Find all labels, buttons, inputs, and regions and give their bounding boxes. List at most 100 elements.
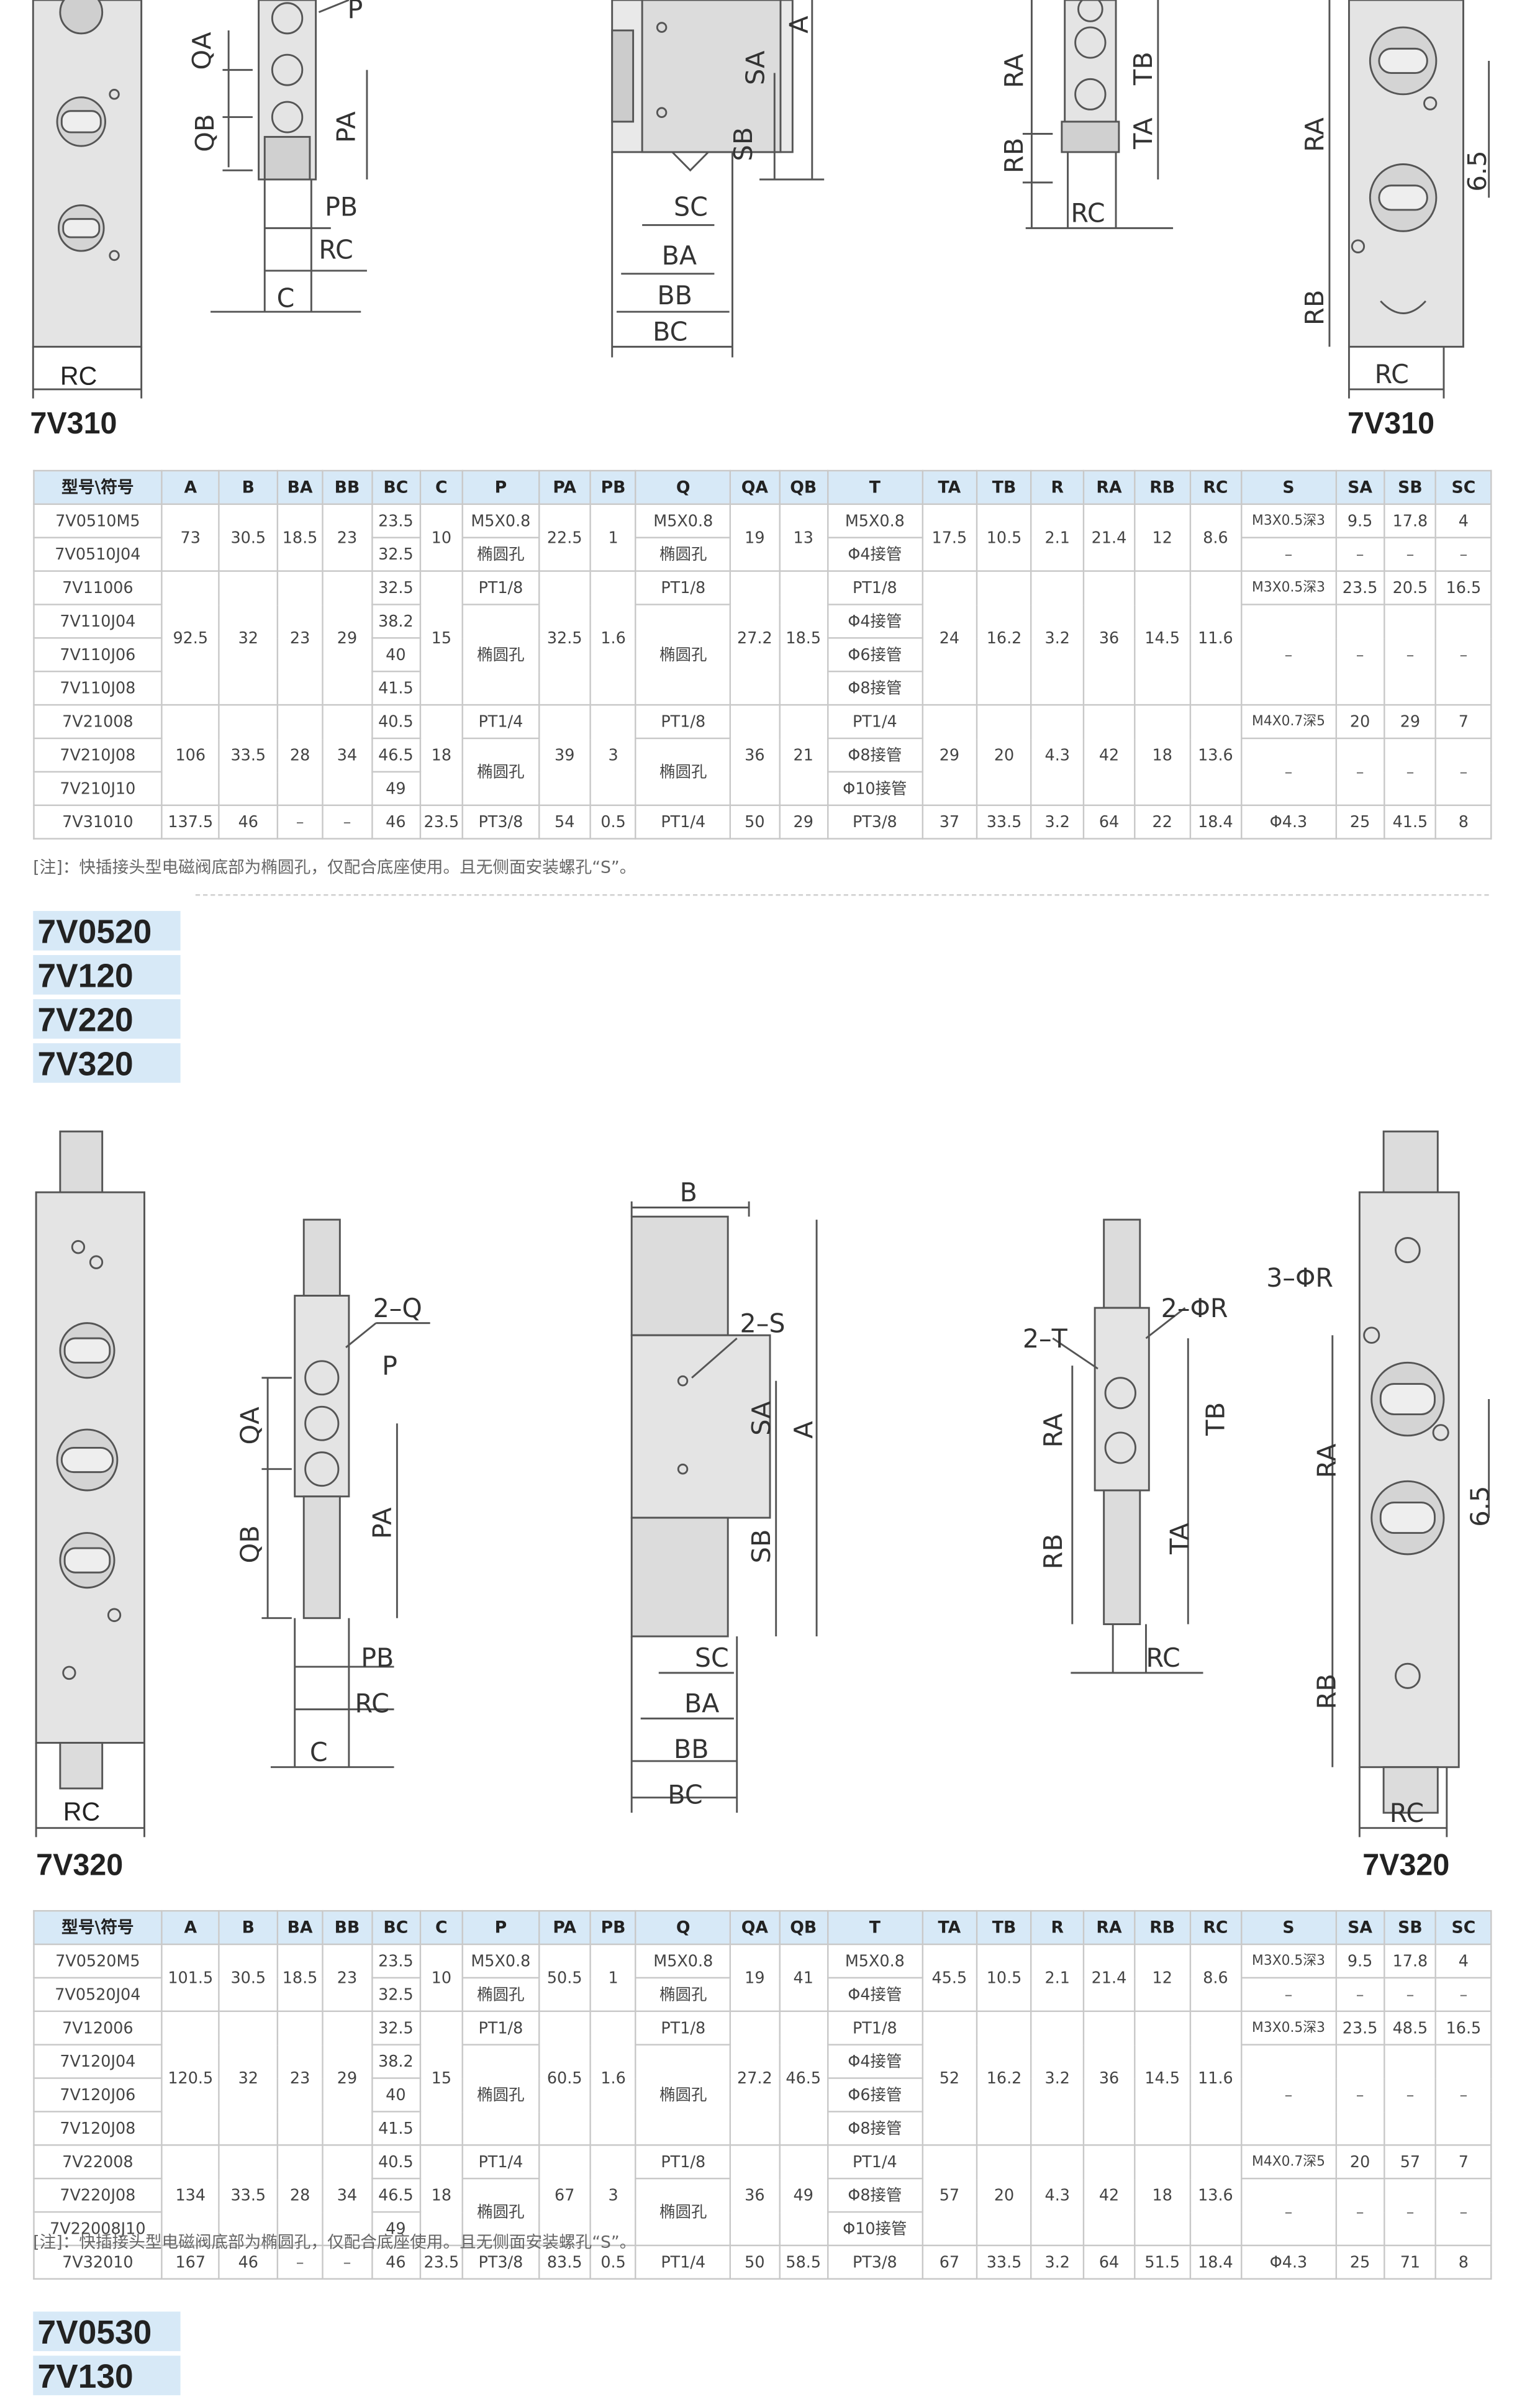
table-cell: Φ6接管 <box>827 637 923 673</box>
header-cell: RC <box>1189 1910 1243 1946</box>
table-cell: 16.2 <box>976 2010 1033 2146</box>
table-cell: PT1/4 <box>635 2244 732 2280</box>
table-note: [注]：快插接头型电磁阀底部为椭圆孔，仅配合底座使用。且无侧面安装螺孔“S”。 <box>33 2232 636 2252</box>
table-cell: 64 <box>1082 2244 1136 2280</box>
dim-label-3-phi-r: 3–ΦR <box>1266 1263 1333 1293</box>
dim-label-ta: TA <box>1164 1523 1194 1555</box>
table-cell: M4X0.7深5 <box>1240 2144 1337 2180</box>
table-cell: 34 <box>322 2144 373 2247</box>
table-cell: 4.3 <box>1030 704 1084 806</box>
header-cell: R <box>1030 1910 1084 1946</box>
table-cell: 7V22008 <box>33 2144 163 2180</box>
table-cell: 134 <box>161 2144 220 2247</box>
header-cell: SB <box>1384 469 1437 505</box>
header-cell: S <box>1240 1910 1337 1946</box>
table-cell: 32 <box>219 570 278 706</box>
dim-label-rc: RC <box>319 235 353 265</box>
table-cell: 11.6 <box>1189 2010 1243 2146</box>
table-cell: Φ4接管 <box>827 1977 923 2013</box>
header-cell: T <box>827 1910 923 1946</box>
header-cell: TA <box>921 469 978 505</box>
dim-label-ta: TA <box>1128 117 1158 150</box>
dim-label-sc: SC <box>695 1643 729 1673</box>
header-cell: B <box>219 469 278 505</box>
valve-drawing-7v310: P QA QB PA PB RC C A SA SB SC BA BB BC R… <box>32 0 1492 399</box>
table-cell: 19 <box>729 503 780 572</box>
table-cell: PT1/4 <box>461 704 540 740</box>
table-cell: 106 <box>161 704 220 806</box>
table-cell: – <box>1435 2177 1492 2247</box>
table-cell: 15 <box>419 2010 464 2146</box>
table-cell: 18.5 <box>276 503 324 572</box>
table-cell: 16.5 <box>1435 2010 1492 2046</box>
table-cell: 17.8 <box>1384 503 1437 538</box>
table-cell: 29 <box>1384 704 1437 740</box>
table-cell: 49 <box>778 2144 829 2247</box>
dim-label-c: C <box>310 1738 328 1767</box>
table-note: [注]：快插接头型电磁阀底部为椭圆孔，仅配合底座使用。且无侧面安装螺孔“S”。 <box>33 858 636 878</box>
dim-label-2-t: 2–T <box>1023 1324 1068 1354</box>
dim-label-pa: PA <box>368 1507 397 1539</box>
table-cell: 8.6 <box>1189 503 1243 572</box>
table-cell: 50 <box>729 804 780 840</box>
table-cell: 4 <box>1435 1943 1492 1979</box>
table-cell: 7V210J10 <box>33 771 163 806</box>
table-cell: – <box>1240 2044 1337 2146</box>
table-cell: 10.5 <box>976 1943 1033 2013</box>
header-cell: C <box>419 1910 464 1946</box>
table-cell: – <box>1435 2044 1492 2146</box>
header-cell: A <box>161 469 220 505</box>
dim-label-qa: QA <box>235 1407 265 1444</box>
dim-label-pa: PA <box>332 111 361 143</box>
table-cell: 1 <box>589 503 637 572</box>
table-cell: 92.5 <box>161 570 220 706</box>
dim-label-sb: SB <box>746 1529 776 1564</box>
header-cell: QB <box>778 469 829 505</box>
table-cell: 32.5 <box>370 570 421 605</box>
table-cell: 29 <box>322 2010 373 2146</box>
series-heading: 7V120 <box>33 954 181 995</box>
table-cell: 60.5 <box>538 2010 592 2146</box>
header-cell: 型号\符号 <box>33 469 163 505</box>
table-cell: Φ10接管 <box>827 771 923 806</box>
dim-label-6-5: 6.5 <box>1465 1486 1495 1527</box>
table-cell: – <box>322 2244 373 2280</box>
table-cell: 46.5 <box>370 737 421 773</box>
table-cell: 39 <box>538 704 592 806</box>
table-cell: – <box>1240 537 1337 572</box>
table-cell: 24 <box>921 570 978 706</box>
table-cell: M5X0.8 <box>635 1943 732 1979</box>
dim-label-ra: RA <box>999 53 1029 88</box>
table-cell: PT3/8 <box>461 804 540 840</box>
table-cell: 21.4 <box>1082 503 1136 572</box>
dim-label-a: A <box>789 1421 818 1438</box>
table-cell: 23.5 <box>419 2244 464 2280</box>
table-cell: 7V210J08 <box>33 737 163 773</box>
table-cell: – <box>276 804 324 840</box>
dim-label-sa: SA <box>741 50 771 85</box>
table-cell: 13.6 <box>1189 2144 1243 2247</box>
table-cell: 25 <box>1334 2244 1385 2280</box>
table-cell: M5X0.8 <box>461 1943 540 1979</box>
table-cell: 46 <box>370 804 421 840</box>
table-cell: M4X0.7深5 <box>1240 704 1337 740</box>
header-cell: T <box>827 469 923 505</box>
table-cell: 1 <box>589 1943 637 2013</box>
table-cell: 1.6 <box>589 570 637 706</box>
header-cell: PA <box>538 469 592 505</box>
table-cell: 46 <box>219 2244 278 2280</box>
table-cell: 40 <box>370 2077 421 2113</box>
header-cell: SC <box>1435 469 1492 505</box>
table-cell: 9.5 <box>1334 1943 1385 1979</box>
table-cell: 46 <box>219 804 278 840</box>
table-cell: 0.5 <box>589 804 637 840</box>
table-cell: 32.5 <box>538 570 592 706</box>
table-cell: PT1/4 <box>827 2144 923 2180</box>
